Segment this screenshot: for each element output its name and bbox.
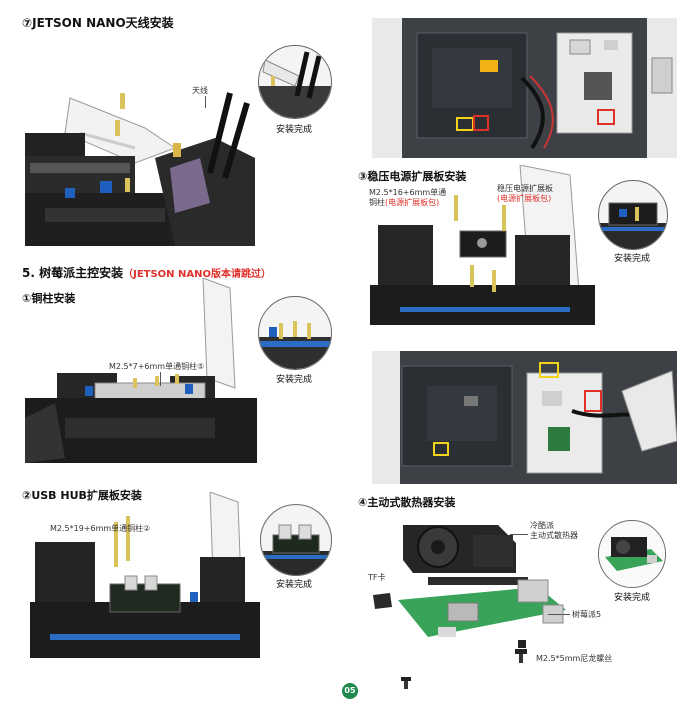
screw-icon-footer — [401, 677, 411, 689]
done-label-5: 安装完成 — [614, 593, 651, 603]
standoff3-label-a: M2.5*16+6mm单通 — [369, 188, 447, 197]
step1-title: ①铜柱安装 — [22, 292, 76, 305]
cooler-detail-circle — [598, 520, 666, 588]
screw-icon — [515, 649, 527, 663]
cooler-label-b: 主动式散热器 — [530, 531, 578, 540]
standoff-detail-circle — [258, 296, 332, 370]
step3-title: ③稳压电源扩展板安装 — [358, 170, 467, 183]
standoff3-label: M2.5*16+6mm单通 铜柱(电源扩展板包) — [369, 188, 446, 208]
step4-title: ④主动式散热器安装 — [358, 496, 456, 509]
step2-title: ②USB HUB扩展板安装 — [22, 489, 142, 502]
step7-title: ⑦JETSON NANO天线安装 — [22, 16, 174, 30]
pi5-label: 树莓派5 — [572, 610, 602, 619]
power-board-install-illustration — [370, 165, 595, 325]
standoff-install-illustration — [25, 278, 257, 463]
standoff3-pkg: (电源扩展板包) — [385, 198, 440, 207]
antenna-label: 天线 — [192, 86, 208, 95]
standoff2-label: M2.5*19+6mm单通铜柱② — [50, 524, 151, 533]
section5-title: 5. 树莓派主控安装（JETSON NANO版本请跳过） — [22, 264, 271, 281]
standoff1-label: M2.5*7+6mm单通铜柱⑤ — [109, 362, 205, 371]
board-pkg: (电源扩展板包) — [497, 194, 552, 203]
done-label-3: 安装完成 — [276, 580, 313, 590]
mid-board-photo — [372, 351, 677, 484]
power-board-label: 稳压电源扩展板 (电源扩展板包) — [497, 184, 553, 204]
section5-note: （JETSON NANO版本请跳过） — [123, 269, 271, 280]
board-label-a: 稳压电源扩展板 — [497, 184, 553, 193]
cooler-label-a: 冷酷派 — [530, 521, 554, 530]
antenna-detail-circle — [258, 45, 332, 119]
screw-label: M2.5*5mm尼龙螺丝 — [536, 654, 613, 663]
cooler-label: 冷酷派 主动式散热器 — [530, 521, 578, 541]
usb-hub-install-illustration — [30, 492, 260, 658]
page-number-badge: 05 — [342, 683, 358, 699]
done-label-4: 安装完成 — [614, 254, 651, 264]
cooler-install-illustration — [373, 525, 566, 648]
section5-title-text: 5. 树莓派主控安装 — [22, 266, 124, 280]
top-board-photo — [372, 18, 677, 158]
usb-hub-detail-circle — [260, 504, 332, 576]
power-board-detail-circle — [598, 180, 668, 250]
standoff3-label-b: 铜柱 — [369, 198, 385, 207]
antenna-install-illustration — [25, 38, 255, 246]
done-label-1: 安装完成 — [276, 125, 313, 135]
tf-card-label: TF卡 — [368, 573, 386, 582]
done-label-2: 安装完成 — [276, 375, 313, 385]
